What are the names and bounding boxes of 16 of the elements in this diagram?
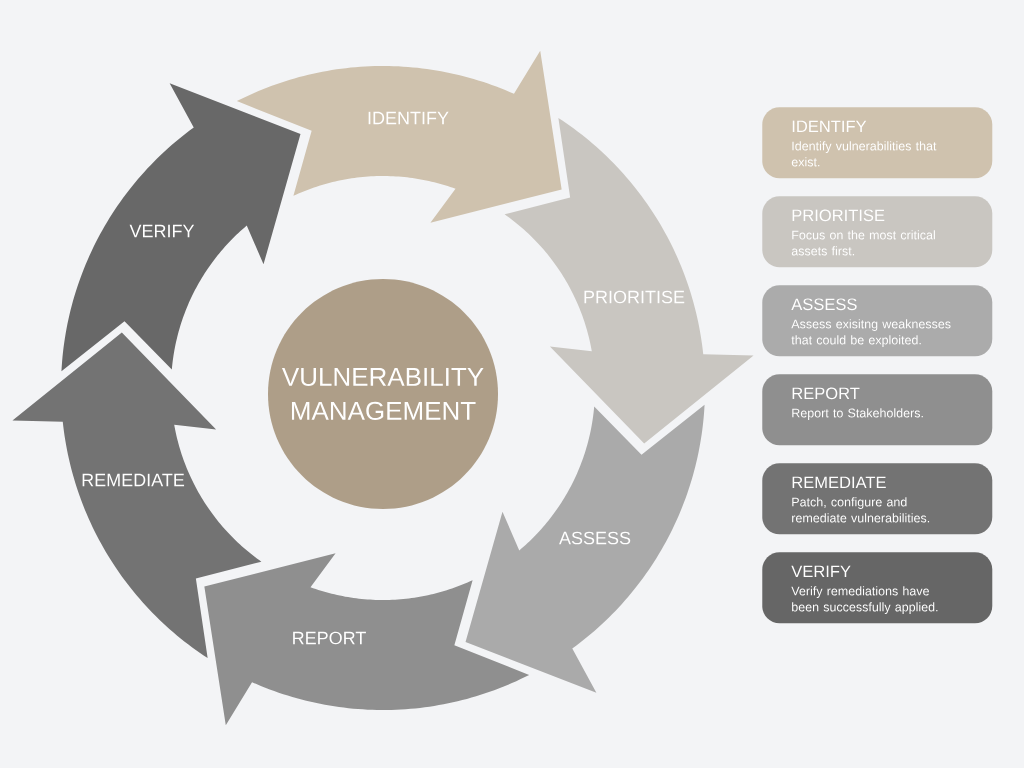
cycle-step: IDENTIFY (236, 50, 562, 223)
step-description: Focus on the most critical assets first. (791, 230, 935, 256)
step-description: Report to Stakeholders. (792, 408, 923, 420)
step-description: Identify vulnerabilities that exist. (791, 141, 937, 167)
step-description: Patch, configure and remediate vulnerabilities. (792, 497, 930, 523)
step-description: Assess exisitng weaknesses that could be exploited. (791, 319, 951, 347)
step-title: REMEDIATE (792, 476, 886, 488)
step-title: VERIFY (791, 565, 851, 577)
step-description: Verify remediations have been successfully applied. (791, 586, 938, 614)
step-title: REPORT (792, 387, 860, 400)
step-title: ASSESS (791, 298, 857, 311)
cycle-step: PRIORITISE (504, 117, 754, 444)
step-title: PRIORITISE (792, 209, 885, 222)
cycle-step: REPORT (204, 553, 530, 726)
step-title: IDENTIFY (792, 120, 867, 132)
cycle-step: REMEDIATE (12, 332, 262, 659)
